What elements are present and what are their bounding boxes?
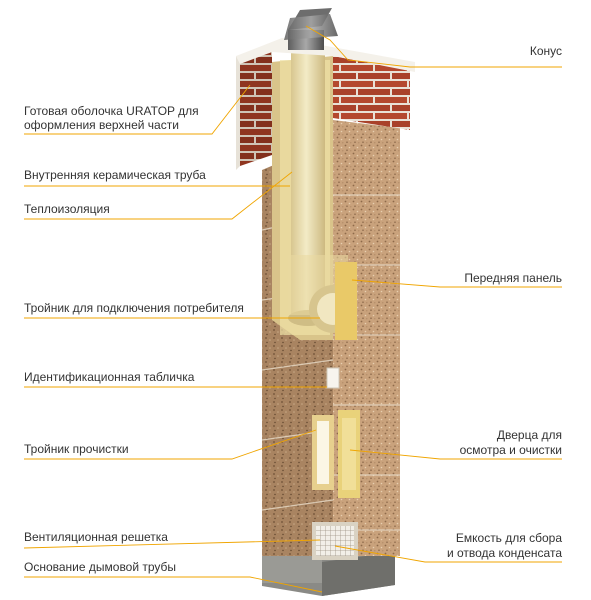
- label-door-line1: Дверца для: [496, 428, 562, 442]
- label-base: Основание дымовой трубы: [24, 560, 177, 574]
- label-id-plate: Идентификационная табличка: [24, 370, 195, 384]
- label-condensate-line2: и отвода конденсата: [446, 546, 562, 560]
- label-ceramic-pipe: Внутренняя керамическая труба: [24, 168, 206, 182]
- label-tee-cleaning: Тройник прочистки: [24, 442, 129, 456]
- label-casing-line2: оформления верхней части: [24, 118, 179, 132]
- vent-grille-part: [312, 522, 358, 560]
- label-cone: Конус: [529, 44, 562, 58]
- label-door-line2: осмотра и очистки: [459, 443, 562, 457]
- leader-lines: [23, 25, 562, 593]
- front-panel-part: [335, 262, 357, 340]
- label-front-panel: Передняя панель: [464, 271, 562, 285]
- cone-part: [284, 8, 338, 50]
- cutaway-section: [272, 48, 348, 340]
- label-condensate-line1: Емкость для сбора: [455, 531, 562, 545]
- label-insulation: Теплоизоляция: [24, 202, 110, 216]
- label-tee-consumer: Тройник для подключения потребителя: [24, 301, 244, 315]
- label-vent-grille: Вентиляционная решетка: [24, 530, 168, 544]
- cleaning-door-part: [312, 410, 360, 498]
- label-casing-line1: Готовая оболочка URATOP для: [24, 104, 199, 118]
- id-plate-part: [326, 367, 340, 389]
- brick-casing: [236, 38, 415, 170]
